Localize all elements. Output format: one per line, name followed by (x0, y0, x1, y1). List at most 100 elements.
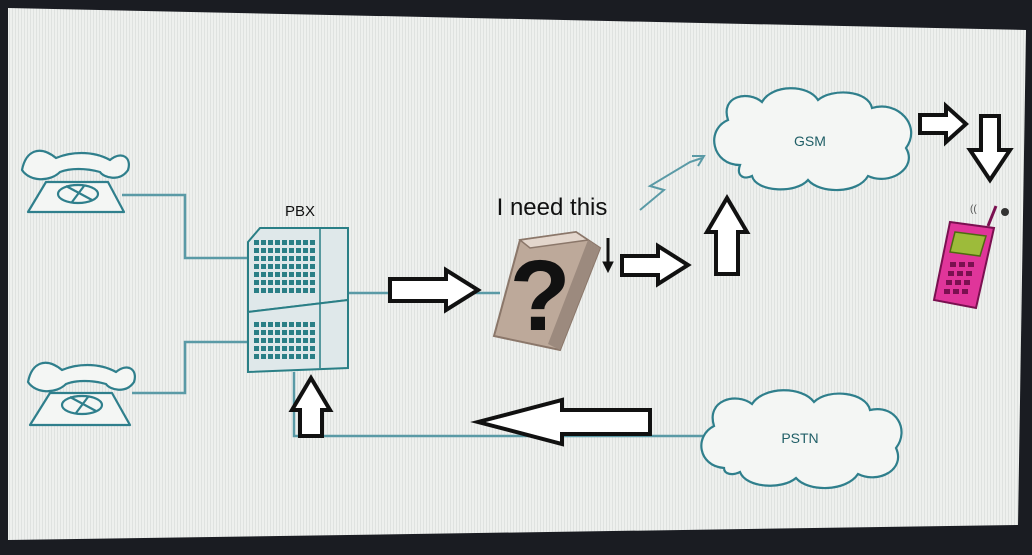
pbx-port (275, 338, 280, 343)
pbx-port (289, 346, 294, 351)
pbx-port (282, 346, 287, 351)
pbx-port (261, 264, 266, 269)
pbx-port (303, 272, 308, 277)
pbx-port (268, 354, 273, 359)
pbx-port (254, 256, 259, 261)
pbx-port (254, 240, 259, 245)
pbx-port (282, 338, 287, 343)
keypad-key (957, 271, 963, 276)
pbx-port (261, 322, 266, 327)
pbx-port (310, 338, 315, 343)
wire-phone2-pbx (132, 340, 248, 395)
pbx-port (268, 346, 273, 351)
pbx-cabinet-icon (247, 227, 349, 374)
keypad-key (964, 280, 970, 285)
pstn-label: PSTN (781, 430, 818, 446)
pbx-port (261, 272, 266, 277)
pbx-port (289, 330, 294, 335)
pbx-port (261, 256, 266, 261)
outline-arrow-icon (918, 101, 969, 147)
pbx-port (289, 264, 294, 269)
pbx-port (310, 354, 315, 359)
pbx-port (296, 354, 301, 359)
outline-arrow-icon (470, 397, 652, 447)
arrows (288, 101, 1014, 447)
keypad-key (959, 262, 965, 267)
pbx-port (282, 288, 287, 293)
pbx-port (296, 338, 301, 343)
pbx-port (310, 256, 315, 261)
pbx-port (296, 346, 301, 351)
pbx-port-grid (254, 322, 315, 359)
pbx-port (282, 240, 287, 245)
pbx-port (268, 240, 273, 245)
pbx-port (261, 346, 266, 351)
wire-phone1-pbx (122, 193, 248, 260)
gsm-label: GSM (794, 133, 826, 149)
pbx-port (282, 248, 287, 253)
pbx-port (289, 240, 294, 245)
outline-arrow-icon (703, 194, 751, 276)
need-this-label: I need this (497, 194, 608, 221)
pbx-port (275, 240, 280, 245)
gsm-cloud: GSM (713, 87, 913, 192)
outline-arrow-icon (620, 242, 692, 288)
pbx-port (303, 288, 308, 293)
pbx-port (268, 248, 273, 253)
keypad-key (948, 271, 954, 276)
pbx-port (254, 272, 259, 277)
pbx-port (289, 338, 294, 343)
pbx-port (282, 280, 287, 285)
pbx-port (261, 280, 266, 285)
pbx-port-grid (254, 240, 315, 293)
pbx-port (296, 322, 301, 327)
pbx-port (289, 256, 294, 261)
pbx-port (310, 264, 315, 269)
pbx-port (310, 322, 315, 327)
pbx-port (268, 280, 273, 285)
pbx-port (275, 256, 280, 261)
pbx-port (282, 322, 287, 327)
keypad-key (955, 280, 961, 285)
keypad-key (946, 280, 952, 285)
pbx-port (296, 248, 301, 253)
pbx-port (275, 264, 280, 269)
small-down-arrow-icon (602, 238, 614, 274)
wireless-bolt-icon (639, 155, 706, 211)
rotary-phone-icon (20, 149, 130, 214)
pbx-port (303, 256, 308, 261)
pbx-port (296, 330, 301, 335)
pbx-port (303, 330, 308, 335)
pbx-port (261, 288, 266, 293)
pbx-port (289, 354, 294, 359)
pbx-port (303, 322, 308, 327)
outline-arrow-icon (966, 114, 1014, 184)
pbx-port (303, 338, 308, 343)
pbx-port (310, 248, 315, 253)
pbx-port (261, 330, 266, 335)
pbx-port (303, 248, 308, 253)
pbx-port (289, 248, 294, 253)
pbx-port (254, 346, 259, 351)
pbx-port (254, 264, 259, 269)
pbx-port (282, 354, 287, 359)
keypad-key (944, 289, 950, 294)
pbx-port (282, 272, 287, 277)
pbx-port (268, 264, 273, 269)
keypad-key (968, 262, 974, 267)
pbx-port (310, 272, 315, 277)
pbx-port (254, 288, 259, 293)
pbx-port (296, 264, 301, 269)
pbx-port (296, 240, 301, 245)
pbx-port (275, 346, 280, 351)
pbx-port (254, 280, 259, 285)
pbx-port (268, 330, 273, 335)
pbx-port (296, 280, 301, 285)
pbx-port (289, 288, 294, 293)
pbx-port (296, 288, 301, 293)
pbx-port (289, 322, 294, 327)
keypad-key (953, 289, 959, 294)
pbx-port (282, 330, 287, 335)
